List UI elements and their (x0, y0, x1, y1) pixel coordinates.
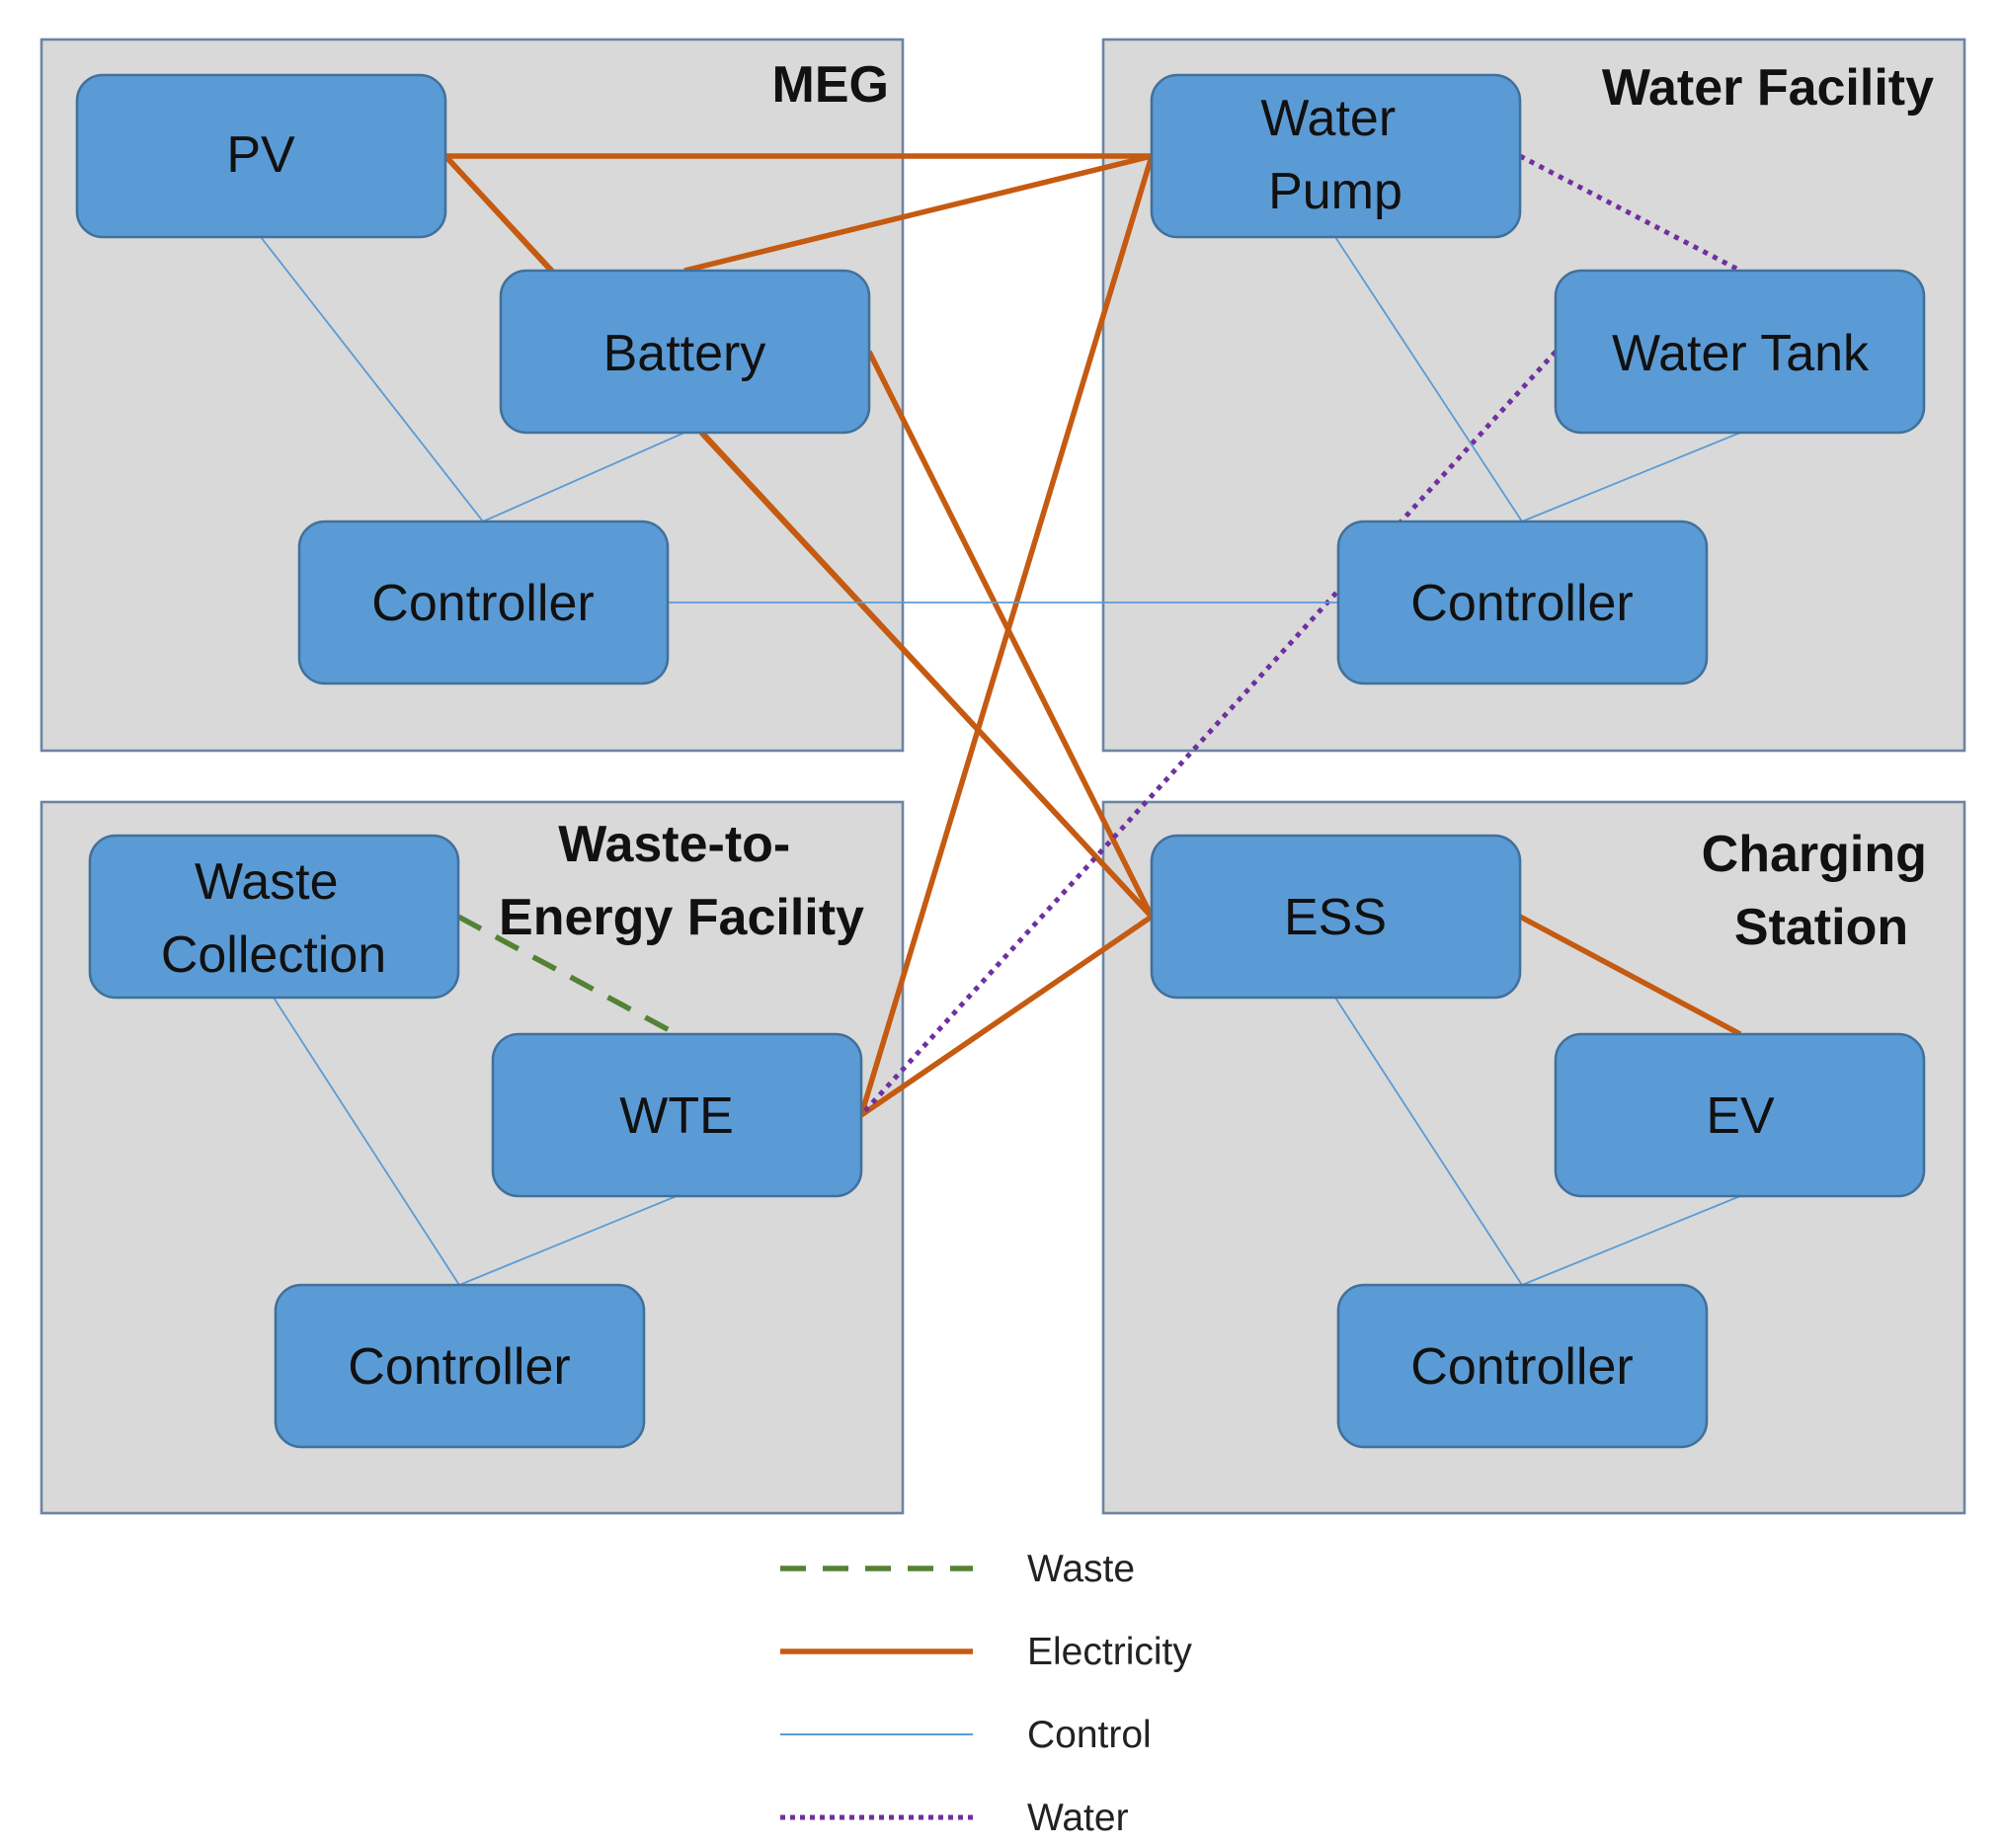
connection-electricity-ess-to-ev (1518, 914, 1742, 1037)
panel-charging-station-title: Charging Station (1702, 826, 1942, 956)
legend-electricity-label: Electricity (1027, 1631, 1192, 1673)
node-waste-collection-label: Waste Collection (161, 853, 386, 984)
connection-control-battery-to-meg-controller (482, 432, 685, 522)
panel-waste-to-energy-title: Waste-to- Energy Facility (499, 816, 864, 946)
node-waste-collection: Waste Collection (88, 834, 460, 1000)
node-water-pump-label: Water Pump (1260, 90, 1409, 220)
node-meg-controller-label: Controller (371, 575, 594, 632)
legend-control-label: Control (1027, 1714, 1152, 1756)
connection-water-water-pump-to-water-tank (1518, 153, 1742, 274)
node-pv-label: PV (226, 126, 295, 184)
node-water-facility-controller: Controller (1336, 520, 1709, 685)
connection-control-ev-to-cs-controller (1521, 1195, 1741, 1286)
node-battery-label: Battery (603, 325, 766, 382)
connection-electricity-battery-to-water-pump (683, 153, 1153, 274)
legend-waste-label: Waste (1027, 1548, 1135, 1590)
node-battery: Battery (499, 269, 871, 435)
connection-electricity-wte-to-ess (859, 914, 1154, 1118)
legend-water-label: Water (1027, 1797, 1129, 1839)
node-ev: EV (1554, 1032, 1926, 1198)
connection-electricity-water-pump-to-wte (858, 155, 1155, 1116)
panel-water-facility-title: Water Facility (1602, 59, 1934, 117)
node-waste-to-energy-controller-label: Controller (348, 1338, 570, 1396)
node-meg-controller: Controller (297, 520, 670, 685)
connection-control-wte-to-wte-controller (458, 1195, 678, 1286)
node-charging-station-controller: Controller (1336, 1283, 1709, 1449)
node-water-tank-label: Water Tank (1612, 325, 1870, 382)
node-wte-label: WTE (619, 1087, 734, 1145)
connection-control-water-pump-to-water-controller (1334, 236, 1523, 522)
node-water-tank: Water Tank (1554, 269, 1926, 435)
node-ess: ESS (1150, 834, 1522, 1000)
node-wte: WTE (491, 1032, 863, 1198)
node-charging-station-controller-label: Controller (1410, 1338, 1633, 1396)
legend: Waste Electricity Control Water (780, 1548, 1192, 1839)
connection-electricity-battery-to-wte (866, 350, 1155, 919)
node-ev-label: EV (1706, 1087, 1775, 1145)
panel-meg-title: MEG (772, 56, 889, 114)
node-pv: PV (75, 73, 447, 239)
node-water-pump: Water Pump (1150, 73, 1522, 239)
connection-water-water-tank-to-wte (859, 350, 1558, 1117)
node-waste-to-energy-controller: Controller (274, 1283, 646, 1449)
connection-control-ess-to-cs-controller (1334, 997, 1523, 1286)
node-water-facility-controller-label: Controller (1410, 575, 1633, 632)
connection-control-waste-collection-to-wte-controller (273, 997, 460, 1286)
connection-control-pv-to-meg-controller (260, 236, 484, 522)
node-ess-label: ESS (1284, 889, 1387, 946)
connection-electricity-battery-to-ess (698, 431, 1155, 919)
connection-control-water-tank-to-water-controller (1521, 432, 1741, 522)
component-nodes: PV Battery Controller Water Pump Wat (75, 73, 1926, 1449)
